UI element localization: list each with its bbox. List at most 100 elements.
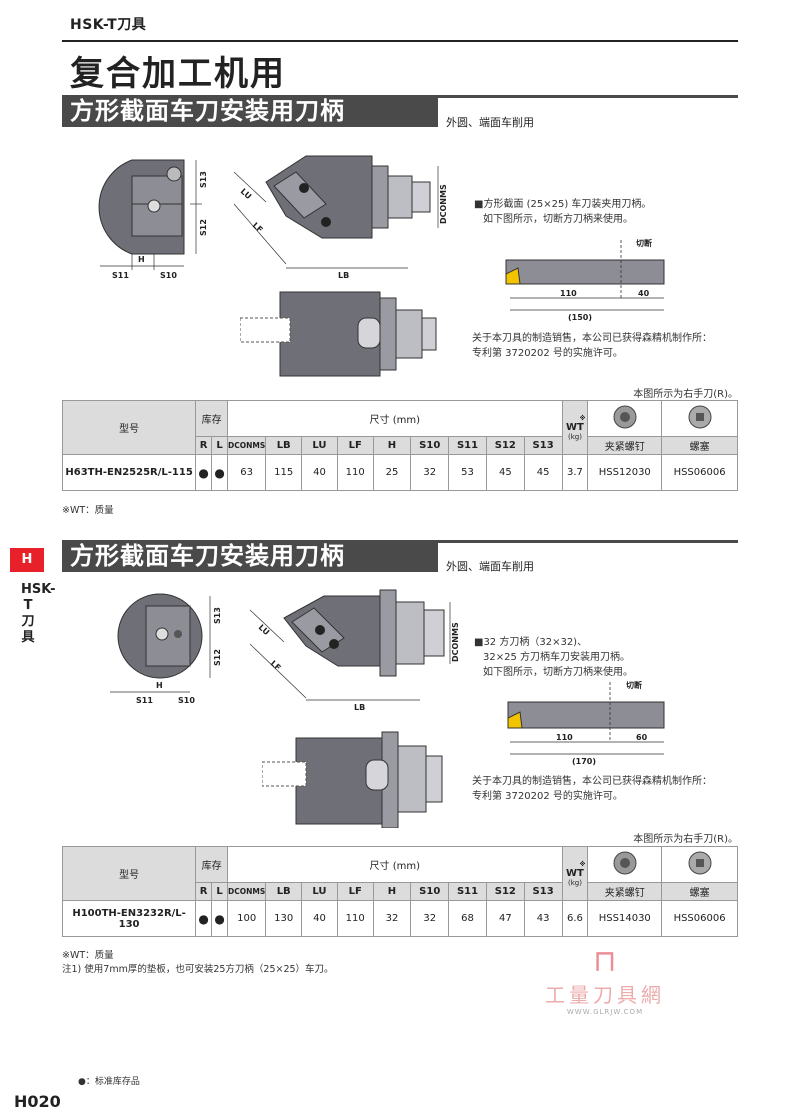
th-col: LU	[301, 882, 338, 901]
header-rule	[62, 40, 738, 42]
cell-value: 68	[448, 900, 487, 937]
cell-value: 47	[485, 900, 525, 937]
th-col: S10	[410, 436, 450, 455]
screw-image	[587, 400, 663, 437]
th-col: S13	[523, 436, 563, 455]
th-model: 型号	[61, 846, 197, 901]
th-l: L	[211, 436, 229, 455]
th-col: S11	[448, 882, 487, 901]
cell-stock-l: ●	[211, 900, 229, 937]
clamp-screw-icon	[613, 405, 637, 429]
table-row[interactable]: H63TH-EN2525R/L-115 ● ● 63 115 40 110 25…	[61, 454, 738, 491]
plug-screw-icon	[688, 851, 712, 875]
cell-value: 25	[372, 454, 412, 491]
th-r: R	[195, 436, 213, 455]
dim-lu: LU	[257, 623, 271, 637]
th-col: LF	[336, 436, 374, 455]
page-number: H020	[14, 1092, 61, 1111]
section-2-right-hand-note: 本图所示为右手刀(R)。	[633, 834, 738, 845]
note-line: ■方形截面 (25×25) 车刀装夹用刀柄。	[474, 199, 652, 210]
dim-s13: S13	[199, 171, 208, 188]
th-model: 型号	[61, 400, 197, 455]
screw-image	[587, 846, 663, 883]
patent-line: 专利第 3720202 号的实施许可。	[472, 791, 623, 802]
cell-stock-r: ●	[195, 454, 213, 491]
section-1-patent: 关于本刀具的制造销售，本公司已获得森精机制作所： 专利第 3720202 号的实…	[472, 331, 712, 361]
cell-wt: 3.7	[561, 454, 589, 491]
wt-label: WT	[566, 867, 584, 879]
cut-label: 切断	[626, 680, 642, 690]
th-col: LB	[265, 882, 303, 901]
th-col: S10	[410, 882, 450, 901]
dim-dconms: DCONMS	[451, 622, 460, 662]
patent-line: 关于本刀具的制造销售，本公司已获得森精机制作所：	[472, 333, 712, 344]
th-l: L	[211, 882, 229, 901]
patent-line: 专利第 3720202 号的实施许可。	[472, 348, 623, 359]
dim-lf: LF	[251, 221, 265, 235]
section-1-note: ■方形截面 (25×25) 车刀装夹用刀柄。 如下图所示，切断方刀柄来使用。	[474, 197, 651, 227]
th-wt: ※ WT (kg)	[561, 846, 589, 901]
side-tab-letter[interactable]: H	[10, 548, 44, 572]
dim-s13: S13	[213, 607, 222, 624]
cell-value: 45	[523, 454, 563, 491]
cell-value: 43	[523, 900, 563, 937]
section-1-front-view: S13 S12 S11 H S10	[98, 159, 208, 280]
plug-image	[661, 846, 738, 883]
table-row[interactable]: H100TH-EN3232R/L-130 ● ● 100 130 40 110 …	[61, 900, 738, 937]
cell-value: 32	[410, 900, 450, 937]
th-stock: 库存	[195, 400, 229, 437]
th-col: LU	[301, 436, 338, 455]
cell-value: 115	[265, 454, 303, 491]
cell-value: 32	[372, 900, 412, 937]
th-plug: 螺塞	[661, 436, 738, 455]
watermark: ⊓ 工量刀具網 WWW.GLRJW.COM	[540, 944, 670, 1016]
cut-label: 切断	[636, 238, 652, 248]
note-line: 32×25 方刀柄车刀安装用刀柄。	[483, 652, 631, 663]
cell-value: 45	[485, 454, 525, 491]
th-plug: 螺塞	[661, 882, 738, 901]
section-1-wt-note: ※WT：质量	[62, 505, 114, 516]
th-col: S12	[485, 436, 525, 455]
wt-unit: (kg)	[567, 432, 582, 441]
th-screw: 夹紧螺钉	[587, 882, 663, 901]
section-1-side-view	[240, 291, 437, 377]
cell-value: 63	[227, 454, 267, 491]
th-col: LB	[265, 436, 303, 455]
wt-mark: ※	[579, 414, 586, 422]
th-col: DCONMS	[227, 436, 267, 455]
bar-dim-b: 60	[636, 733, 648, 742]
dim-lb: LB	[354, 703, 365, 712]
th-stock: 库存	[195, 846, 229, 883]
dim-s12: S12	[199, 219, 208, 236]
note-line: 如下图所示，切断方刀柄来使用。	[483, 667, 633, 678]
watermark-text: 工量刀具網	[545, 983, 665, 1007]
bar-dim-total: (170)	[572, 757, 596, 766]
section-2-title: 方形截面车刀安装用刀柄	[62, 540, 438, 572]
th-wt: ※ WT (kg)	[561, 400, 589, 455]
section-2-note: ■32 方刀柄（32×32)、 32×25 方刀柄车刀安装用刀柄。 如下图所示，…	[474, 635, 633, 680]
cell-model: H100TH-EN3232R/L-130	[61, 900, 197, 937]
plug-screw-icon	[688, 405, 712, 429]
section-2-patent: 关于本刀具的制造销售，本公司已获得森精机制作所： 专利第 3720202 号的实…	[472, 774, 712, 804]
cell-wt: 6.6	[561, 900, 589, 937]
section-2-spec-table: 型号 库存 尺寸 (mm) ※ WT (kg) R L DCONMS LB LU…	[61, 846, 738, 937]
section-2-side-view	[262, 731, 443, 828]
cell-screw: HSS14030	[587, 900, 663, 937]
th-col: LF	[336, 882, 374, 901]
th-r: R	[195, 882, 213, 901]
wt-label: WT	[566, 421, 584, 433]
cell-value: 53	[448, 454, 487, 491]
wt-unit: (kg)	[567, 878, 582, 887]
section-2-front-view: S13 S12 S11 H S10	[110, 593, 222, 705]
cell-stock-r: ●	[195, 900, 213, 937]
side-tab-text: HSK-T刀具	[21, 582, 56, 645]
bar-dim-total: (150)	[568, 313, 592, 322]
dim-h: H	[138, 255, 145, 264]
dim-h: H	[156, 681, 163, 690]
series-label: HSK-T刀具	[70, 17, 147, 33]
cell-plug: HSS06006	[661, 900, 738, 937]
dim-s11: S11	[112, 271, 129, 280]
cell-value: 32	[410, 454, 450, 491]
dim-dconms: DCONMS	[439, 184, 448, 224]
section-1-right-hand-note: 本图所示为右手刀(R)。	[633, 389, 738, 400]
